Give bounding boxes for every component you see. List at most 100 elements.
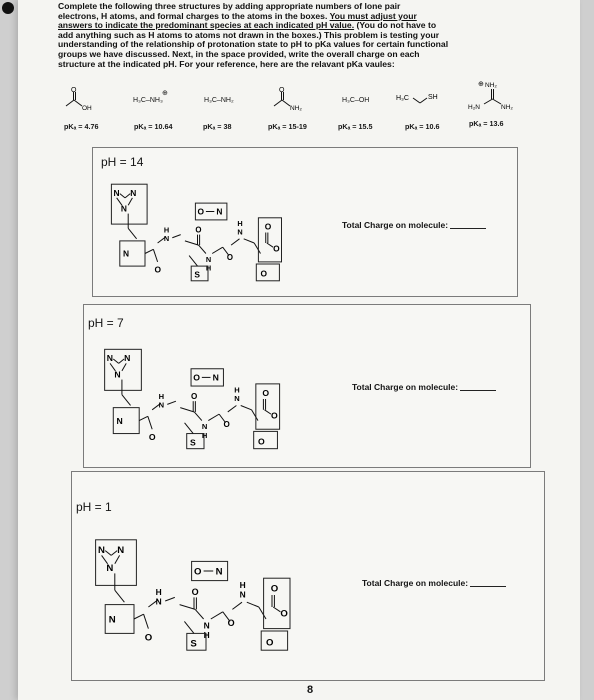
carboxyl-o-double: O [271, 583, 279, 594]
imidazole-n3: N [117, 545, 124, 556]
carboxyl-o-single: O [271, 410, 278, 420]
bond [101, 555, 109, 565]
oxazole-o: O [194, 567, 202, 578]
bond [218, 413, 227, 424]
bond [167, 400, 177, 405]
amide-n-2: N [204, 621, 210, 631]
imidazole-n-ring: N [114, 369, 120, 379]
hydroxyl-o: O [261, 269, 268, 279]
pka-methylamine: pKₐ = 38 [203, 122, 232, 131]
panel-ph14-total-label: Total Charge on molecule: [342, 220, 449, 230]
bond [109, 363, 116, 372]
bond [232, 601, 243, 610]
hydroxyl-box [260, 630, 289, 651]
bond [112, 358, 119, 364]
methylammonium-label: H₃C–NH₃ [133, 97, 163, 104]
bond [133, 613, 144, 620]
pka-acetic-acid: pKₐ = 4.76 [64, 122, 99, 131]
panel-ph14-total-charge[interactable]: Total Charge on molecule: [342, 220, 487, 230]
thiol-box [190, 265, 209, 282]
bond [151, 402, 162, 411]
bond [110, 550, 118, 556]
oxazole-n: N [216, 567, 223, 578]
instr-line-2-underlined: You must adjust your [329, 10, 417, 21]
imidazole-n3: N [124, 353, 130, 363]
panel-ph1-total-charge[interactable]: Total Charge on molecule: [362, 578, 507, 588]
bond [193, 411, 203, 421]
panel-ph1-answer-blank[interactable] [470, 586, 507, 587]
guanidinium-right-nh2: NH₂ [501, 104, 513, 111]
bond [222, 611, 231, 622]
bond [127, 197, 133, 206]
bond [121, 363, 127, 372]
carbonyl-o-2: O [195, 226, 201, 235]
bond [253, 242, 261, 254]
bond [227, 405, 237, 413]
oxazole-o: O [193, 373, 200, 383]
bond [272, 606, 281, 613]
bond [194, 609, 204, 620]
bond [121, 394, 131, 406]
panel-ph1 [71, 471, 545, 681]
amide-h-2: H [204, 630, 210, 640]
amide-n-3: N [240, 589, 246, 599]
page-number: 8 [307, 684, 314, 696]
svg-text:O: O [279, 87, 285, 94]
bond [198, 244, 207, 254]
panel-ph7-answer-blank[interactable] [460, 390, 497, 391]
imidazole-box [104, 348, 142, 391]
instr-line-4: add anything such as H atoms to atoms no… [58, 29, 440, 40]
carbonyl-o-2: O [191, 392, 197, 401]
bond [246, 601, 259, 608]
carboxyl-box [257, 217, 282, 263]
carbonyl-o-1: O [149, 432, 156, 442]
bond [222, 246, 230, 256]
methylamine-label: H₃C–NH₂ [204, 97, 234, 104]
bond [119, 193, 126, 199]
oxazole-n: N [216, 207, 222, 217]
bond [138, 415, 149, 422]
thiol-box [186, 632, 207, 651]
bond [165, 596, 175, 602]
hydroxyl-box [253, 430, 278, 450]
svg-text:O: O [71, 87, 77, 94]
bond [184, 240, 199, 246]
instr-line-6: groups we have discussed. [58, 48, 170, 59]
methanol-label: H₃C–OH [342, 97, 370, 104]
imidazole-n-ring: N [106, 563, 113, 574]
carboxyl-box [263, 577, 291, 630]
bond [147, 416, 153, 430]
panel-ph14 [92, 147, 518, 297]
instr-line-5: understanding of the relationship of pro… [58, 39, 449, 50]
panel-ph7-title: pH = 7 [88, 316, 124, 330]
acetamide-structure: O NH₂ [273, 87, 302, 112]
carbonyl-o-3: O [223, 420, 229, 429]
instr-line-3: (You do not have to [356, 20, 437, 31]
bond [172, 234, 181, 239]
amide-h-2: H [206, 263, 211, 272]
panel-ph14-answer-blank[interactable] [450, 228, 487, 229]
thiol-box [186, 433, 205, 450]
bond [114, 555, 121, 565]
amine-box-1 [112, 407, 140, 435]
bond [144, 248, 154, 254]
bond [211, 246, 223, 254]
imidazole-n1: N [107, 353, 113, 363]
amide-n-2: N [202, 422, 207, 431]
bond [184, 422, 194, 434]
instr-line-6b: Next, in the space provided, write the o… [172, 48, 420, 59]
bond [208, 413, 220, 422]
instr-line-7: structure at the indicated pH. For your … [58, 58, 395, 69]
guanidinium-structure: ⊕ NH₂ H₂N NH₂ [468, 81, 513, 111]
carboxyl-box [255, 383, 281, 430]
amide-h-2: H [202, 431, 207, 440]
carboxyl-o-single: O [273, 243, 280, 253]
amide-n-3: N [234, 394, 239, 403]
carbonyl-o-3: O [227, 253, 233, 262]
acetamide-nh2-label: NH₂ [290, 105, 302, 112]
panel-ph7-total-charge[interactable]: Total Charge on molecule: [352, 382, 497, 392]
bond [188, 255, 198, 267]
amide-n-2: N [206, 255, 211, 264]
